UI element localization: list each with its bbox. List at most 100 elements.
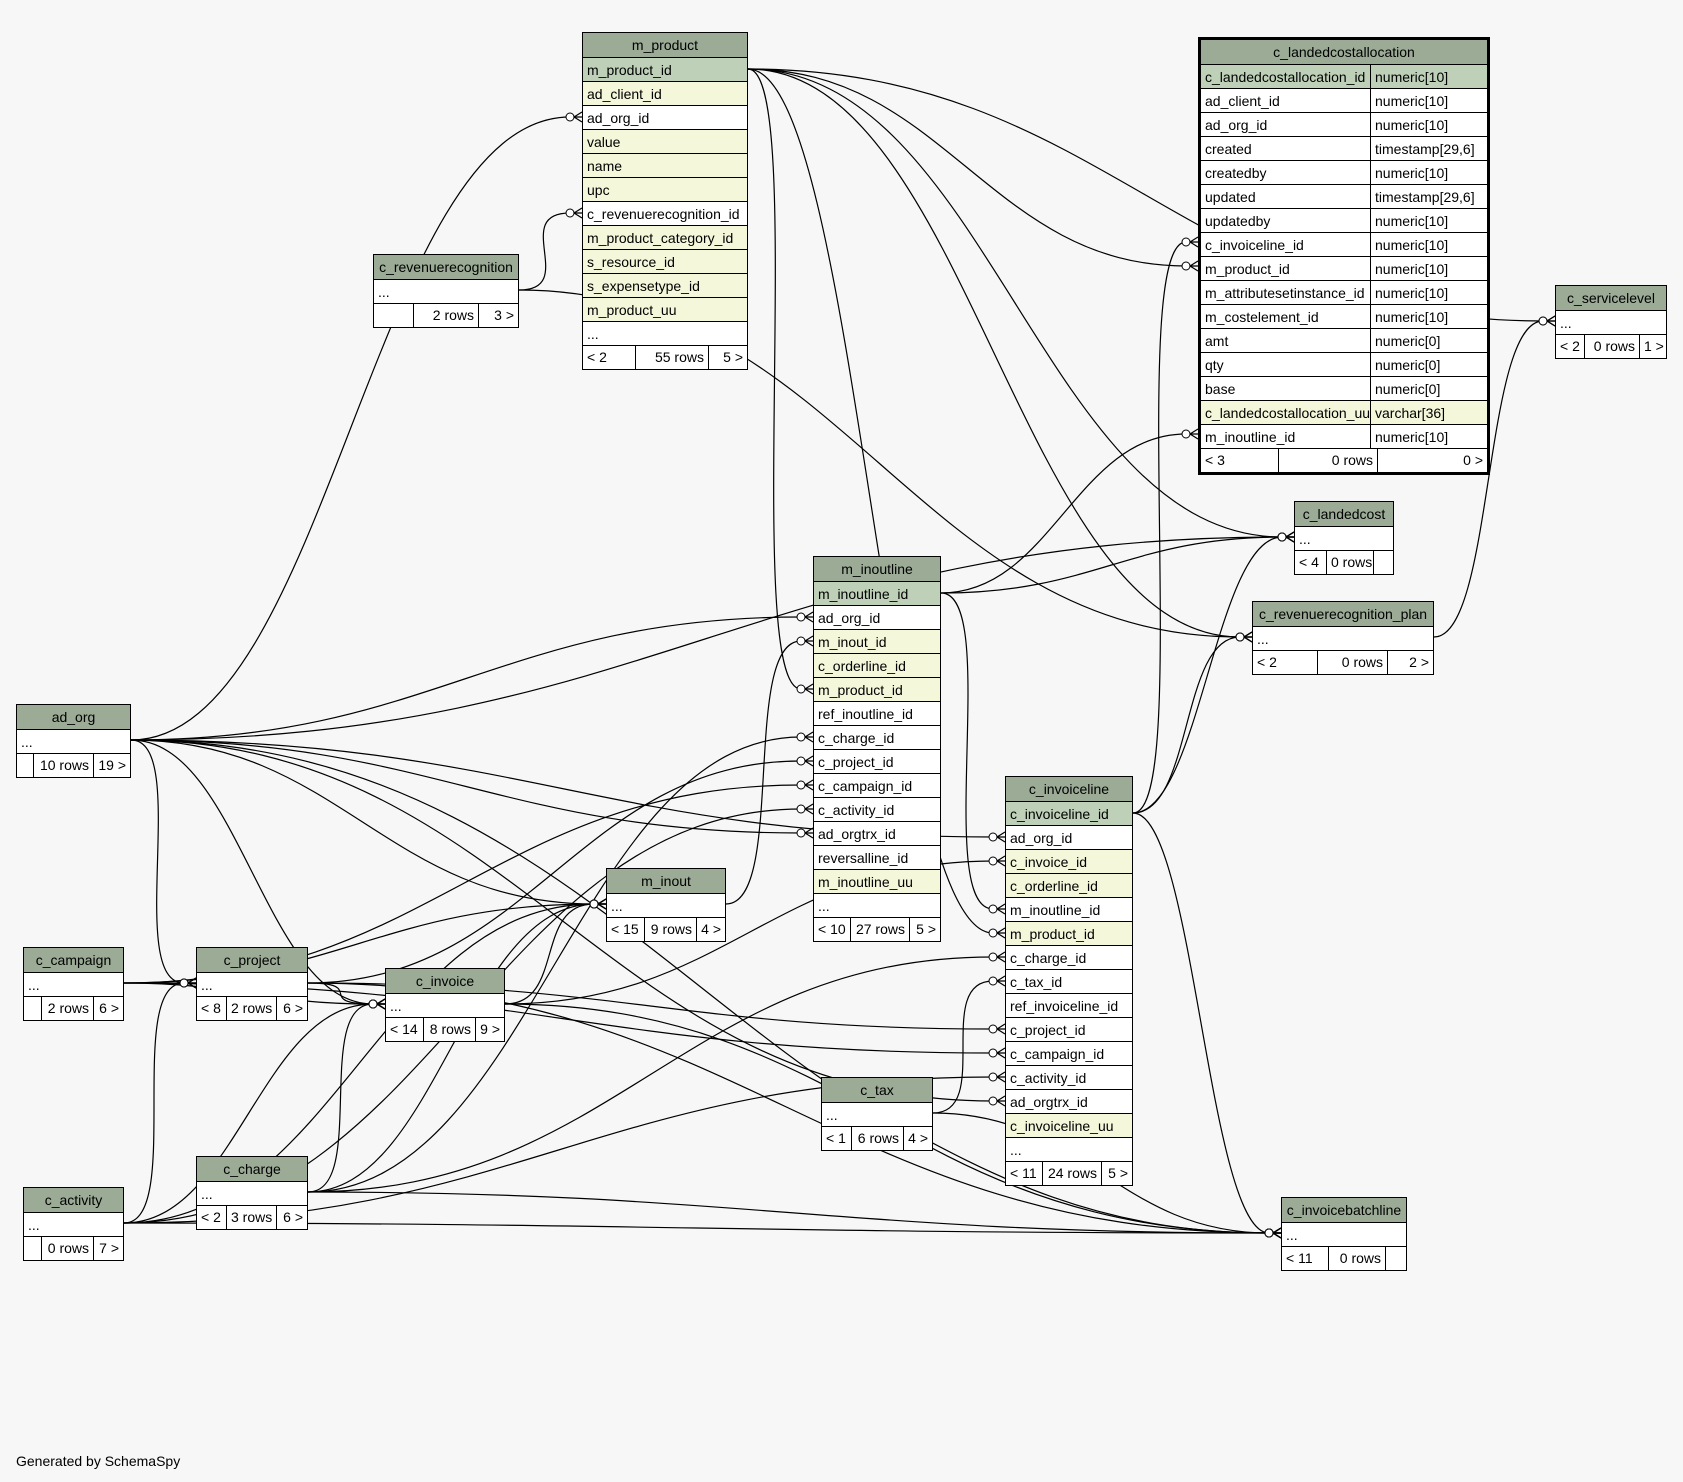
column-row[interactable]: c_project_id — [1006, 1018, 1132, 1042]
column-row[interactable]: c_orderline_id — [814, 654, 940, 678]
column-row[interactable]: ... — [386, 994, 504, 1018]
column-row[interactable]: ad_orgtrx_id — [1006, 1090, 1132, 1114]
table-m_inout[interactable]: m_inout ... < 15 9 rows 4 > — [606, 868, 726, 942]
column-row[interactable]: c_charge_id — [1006, 946, 1132, 970]
column-row[interactable]: c_activity_id — [814, 798, 940, 822]
column-row[interactable]: ad_client_id — [583, 82, 747, 106]
column-row[interactable]: m_product_id — [814, 678, 940, 702]
column-row[interactable]: ... — [814, 894, 940, 918]
column-row[interactable]: ad_org_id — [1006, 826, 1132, 850]
column-row[interactable]: c_campaign_id — [814, 774, 940, 798]
column-row[interactable]: ... — [1253, 627, 1433, 651]
column-row[interactable]: m_inout_id — [814, 630, 940, 654]
column-row[interactable]: ... — [1295, 527, 1393, 551]
optional-marker — [1277, 532, 1287, 542]
column-row[interactable]: name — [583, 154, 747, 178]
column-row[interactable]: m_inoutline_id — [814, 582, 940, 606]
column-row[interactable]: ... — [822, 1103, 932, 1127]
column-name: amt — [1205, 333, 1229, 349]
column-row[interactable]: ref_invoiceline_id — [1006, 994, 1132, 1018]
table-c_invoicebatchline[interactable]: c_invoicebatchline ... < 11 0 rows — [1281, 1197, 1407, 1271]
column-name: m_product_id — [1010, 926, 1095, 942]
column-row[interactable]: m_product_category_id — [583, 226, 747, 250]
column-row[interactable]: m_inoutline_id — [1006, 898, 1132, 922]
column-row[interactable]: m_product_id — [583, 58, 747, 82]
table-c_servicelevel[interactable]: c_servicelevel ... < 2 0 rows 1 > — [1555, 285, 1667, 359]
column-row[interactable]: c_project_id — [814, 750, 940, 774]
table-c_activity[interactable]: c_activity ... 0 rows 7 > — [23, 1187, 124, 1261]
column-row[interactable]: m_product_id — [1006, 922, 1132, 946]
column-row[interactable]: s_expensetype_id — [583, 274, 747, 298]
column-row[interactable]: m_inoutline_uu — [814, 870, 940, 894]
table-c_tax[interactable]: c_tax ... < 1 6 rows 4 > — [821, 1077, 933, 1151]
table-c_revenuerecognition[interactable]: c_revenuerecognition ... 2 rows 3 > — [373, 254, 519, 328]
column-row[interactable]: ad_org_id — [583, 106, 747, 130]
column-row[interactable]: ... — [197, 1182, 307, 1206]
column-name: c_project_id — [1010, 1022, 1086, 1038]
column-row[interactable]: ... — [1006, 1138, 1132, 1162]
column-row[interactable]: c_activity_id — [1006, 1066, 1132, 1090]
column-row[interactable]: c_invoiceline_uu — [1006, 1114, 1132, 1138]
column-row[interactable]: ad_orgtrx_id — [814, 822, 940, 846]
column-row[interactable]: ... — [17, 730, 130, 754]
column-row[interactable]: c_revenuerecognition_id — [583, 202, 747, 226]
column-row[interactable]: c_invoice_id — [1006, 850, 1132, 874]
column-row[interactable]: ... — [583, 322, 747, 346]
column-row[interactable]: ... — [24, 1213, 123, 1237]
table-c_invoice[interactable]: c_invoice ... < 14 8 rows 9 > — [385, 968, 505, 1042]
column-row[interactable]: ref_inoutline_id — [814, 702, 940, 726]
table-title: c_landedcostallocation — [1201, 40, 1487, 65]
column-name: m_inoutline_id — [818, 586, 909, 602]
column-row[interactable]: value — [583, 130, 747, 154]
table-c_landedcost[interactable]: c_landedcost ... < 4 0 rows — [1294, 501, 1394, 575]
column-row[interactable]: ... — [374, 280, 518, 304]
column-row[interactable]: c_tax_id — [1006, 970, 1132, 994]
column-row[interactable]: ... — [1282, 1223, 1406, 1247]
footer-right: 1 > — [1644, 338, 1664, 354]
column-row[interactable]: ... — [24, 973, 123, 997]
column-row[interactable]: upc — [583, 178, 747, 202]
column-row[interactable]: c_orderline_id — [1006, 874, 1132, 898]
many-marker — [1546, 315, 1556, 327]
column-row[interactable]: c_charge_id — [814, 726, 940, 750]
table-c_charge[interactable]: c_charge ... < 2 3 rows 6 > — [196, 1156, 308, 1230]
table-ad_org[interactable]: ad_org ... 10 rows 19 > — [16, 704, 131, 778]
column-row[interactable]: s_resource_id — [583, 250, 747, 274]
column-type: numeric[0] — [1370, 353, 1487, 376]
column-row[interactable]: m_product_uu — [583, 298, 747, 322]
table-c_project[interactable]: c_project ... < 8 2 rows 6 > — [196, 947, 308, 1021]
column-row[interactable]: c_campaign_id — [1006, 1042, 1132, 1066]
table-c_campaign[interactable]: c_campaign ... 2 rows 6 > — [23, 947, 124, 1021]
table-c_revenuerecognition_plan[interactable]: c_revenuerecognition_plan ... < 2 0 rows… — [1252, 601, 1434, 675]
column-row[interactable]: ... — [1556, 311, 1666, 335]
column-row[interactable]: c_invoiceline_id — [1006, 802, 1132, 826]
relationship-line — [123, 903, 595, 1224]
table-c_landedcostallocation[interactable]: c_landedcostallocation c_landedcostalloc… — [1198, 37, 1490, 475]
column-row[interactable]: reversalline_id — [814, 846, 940, 870]
many-marker — [1243, 631, 1253, 643]
column-row[interactable]: ... — [607, 894, 725, 918]
many-marker — [1243, 631, 1253, 643]
column-row[interactable]: ... — [197, 973, 307, 997]
column-row[interactable]: ad_org_id — [814, 606, 940, 630]
column-name: m_costelement_id — [1205, 309, 1319, 325]
